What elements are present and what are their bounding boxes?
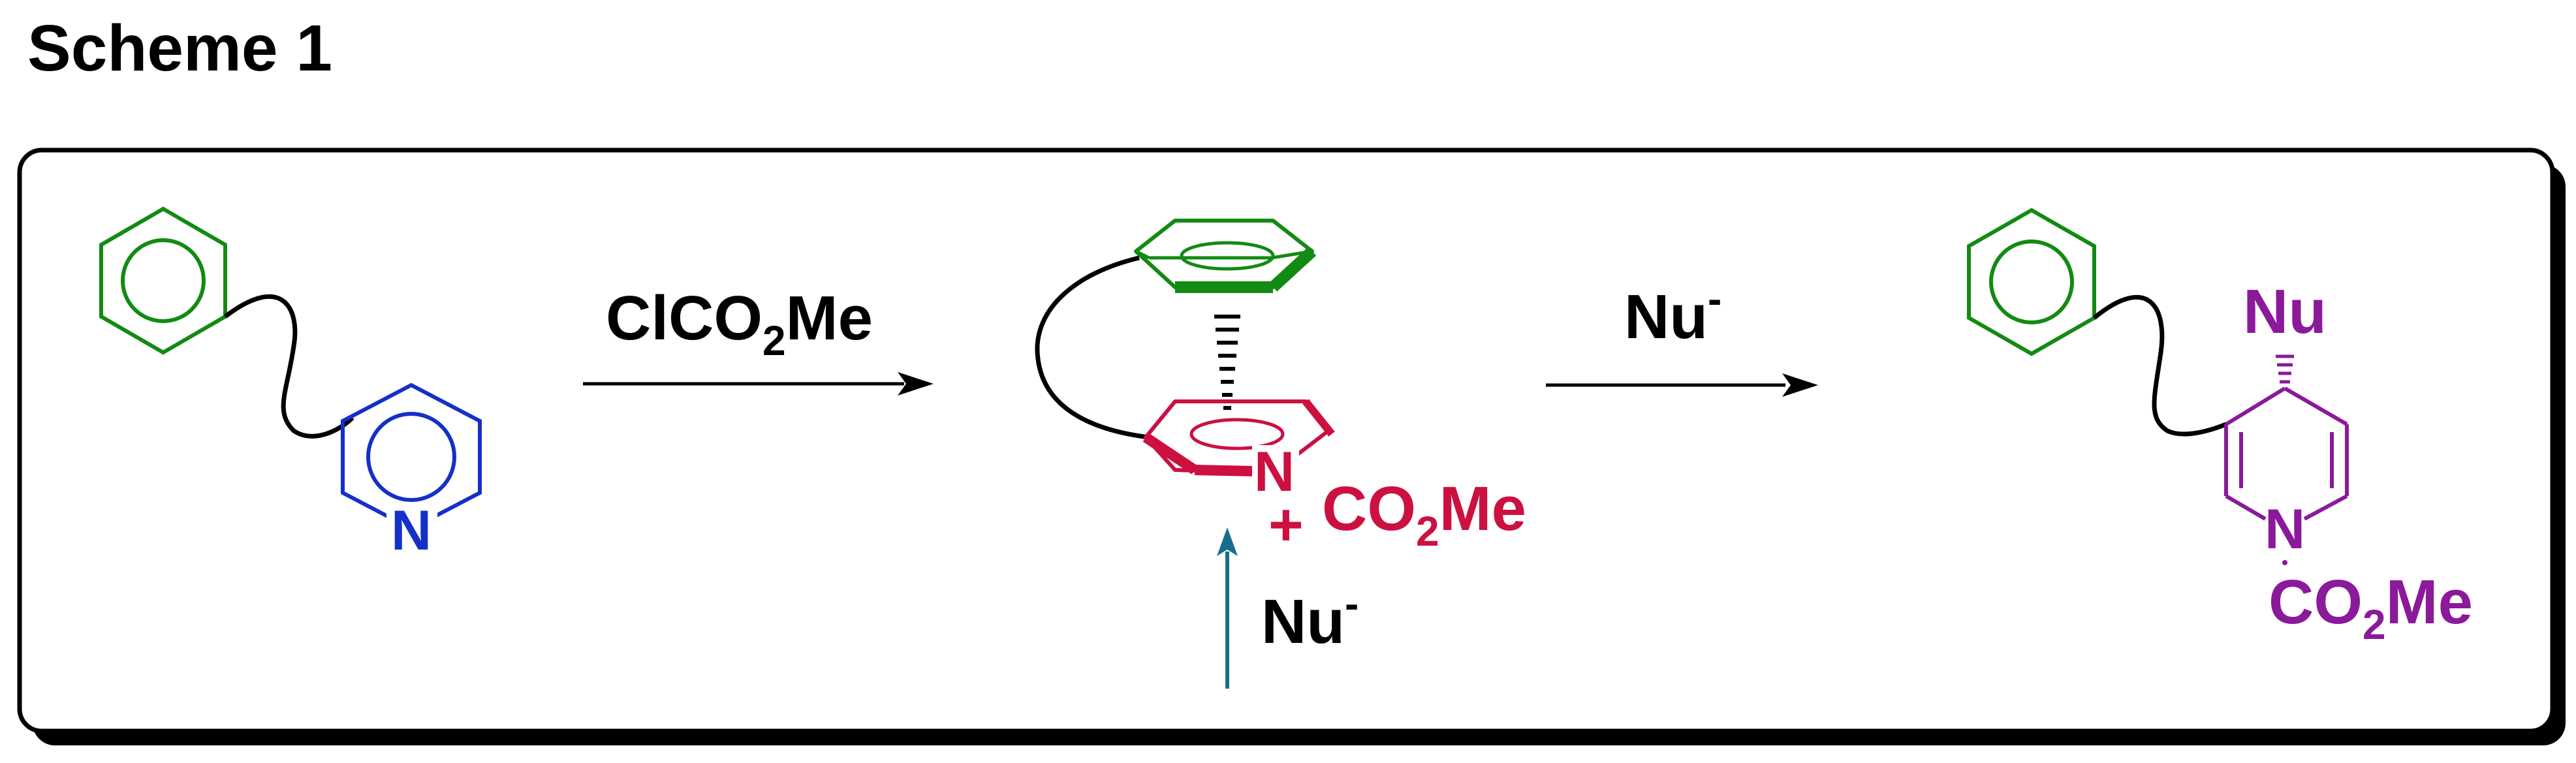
attack-nucleophile: Nu- [1261,580,1359,657]
phenyl-ring-tilted [1134,219,1317,293]
intermediate: N + CO2Me Nu- [1035,219,1526,689]
intermediate-co2me: CO2Me [1322,474,1526,555]
n-bond-dot [2282,560,2287,565]
reaction-arrow-1 [583,372,934,396]
phenyl-ring-3 [1967,208,2096,356]
attack-arrow [1217,527,1238,689]
scheme-title: Scheme 1 [27,12,332,85]
tether-1 [223,294,354,439]
reagent-nucleophile: Nu- [1624,275,1721,352]
panel-frame [17,148,2555,734]
phenyl-ring-1 [99,206,227,355]
pyridine-n-mask [386,508,437,555]
product: Nu N CO2Me [1967,208,2473,648]
pyridinium-n-mask [1252,445,1299,493]
dihydropyridine-ring [2224,386,2349,521]
tether-2 [1035,255,1150,440]
hashed-wedge-nu [2276,354,2294,384]
pyridine-nitrogen: N [391,499,432,562]
pyridinium-charge: + [1268,491,1304,558]
product-nucleophile: Nu [2243,277,2327,347]
starting-material: N [99,206,482,562]
pyridinium-nitrogen: N [1254,441,1295,503]
pyridinium-ring [1142,399,1335,476]
reagent-clco2me: ClCO2Me [606,283,873,364]
reaction-arrow-2 [1546,373,1818,397]
product-co2me: CO2Me [2269,567,2473,648]
product-nitrogen: N [2265,498,2305,561]
tether-3 [2092,295,2227,437]
pi-stack-hash [1214,315,1240,410]
